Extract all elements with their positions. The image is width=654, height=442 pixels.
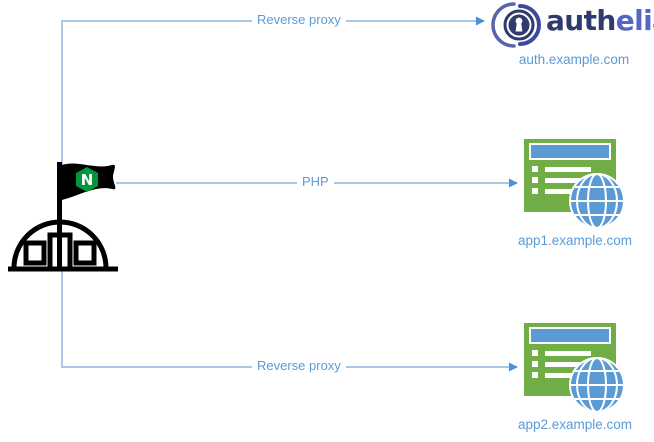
svg-text:N: N (81, 171, 94, 189)
connector-nginx-to-app2 (61, 270, 518, 372)
edge-label-reverse-proxy-app2: Reverse proxy (252, 358, 346, 374)
edge-label-reverse-proxy-authelia: Reverse proxy (252, 12, 346, 28)
authelia-wordmark-first: auth (546, 4, 616, 37)
edge-label-php: PHP (297, 174, 334, 190)
caption-app2-host: app2.example.com (517, 417, 633, 432)
caption-auth-host: auth.example.com (518, 52, 630, 67)
caption-app1-host: app1.example.com (517, 233, 633, 248)
